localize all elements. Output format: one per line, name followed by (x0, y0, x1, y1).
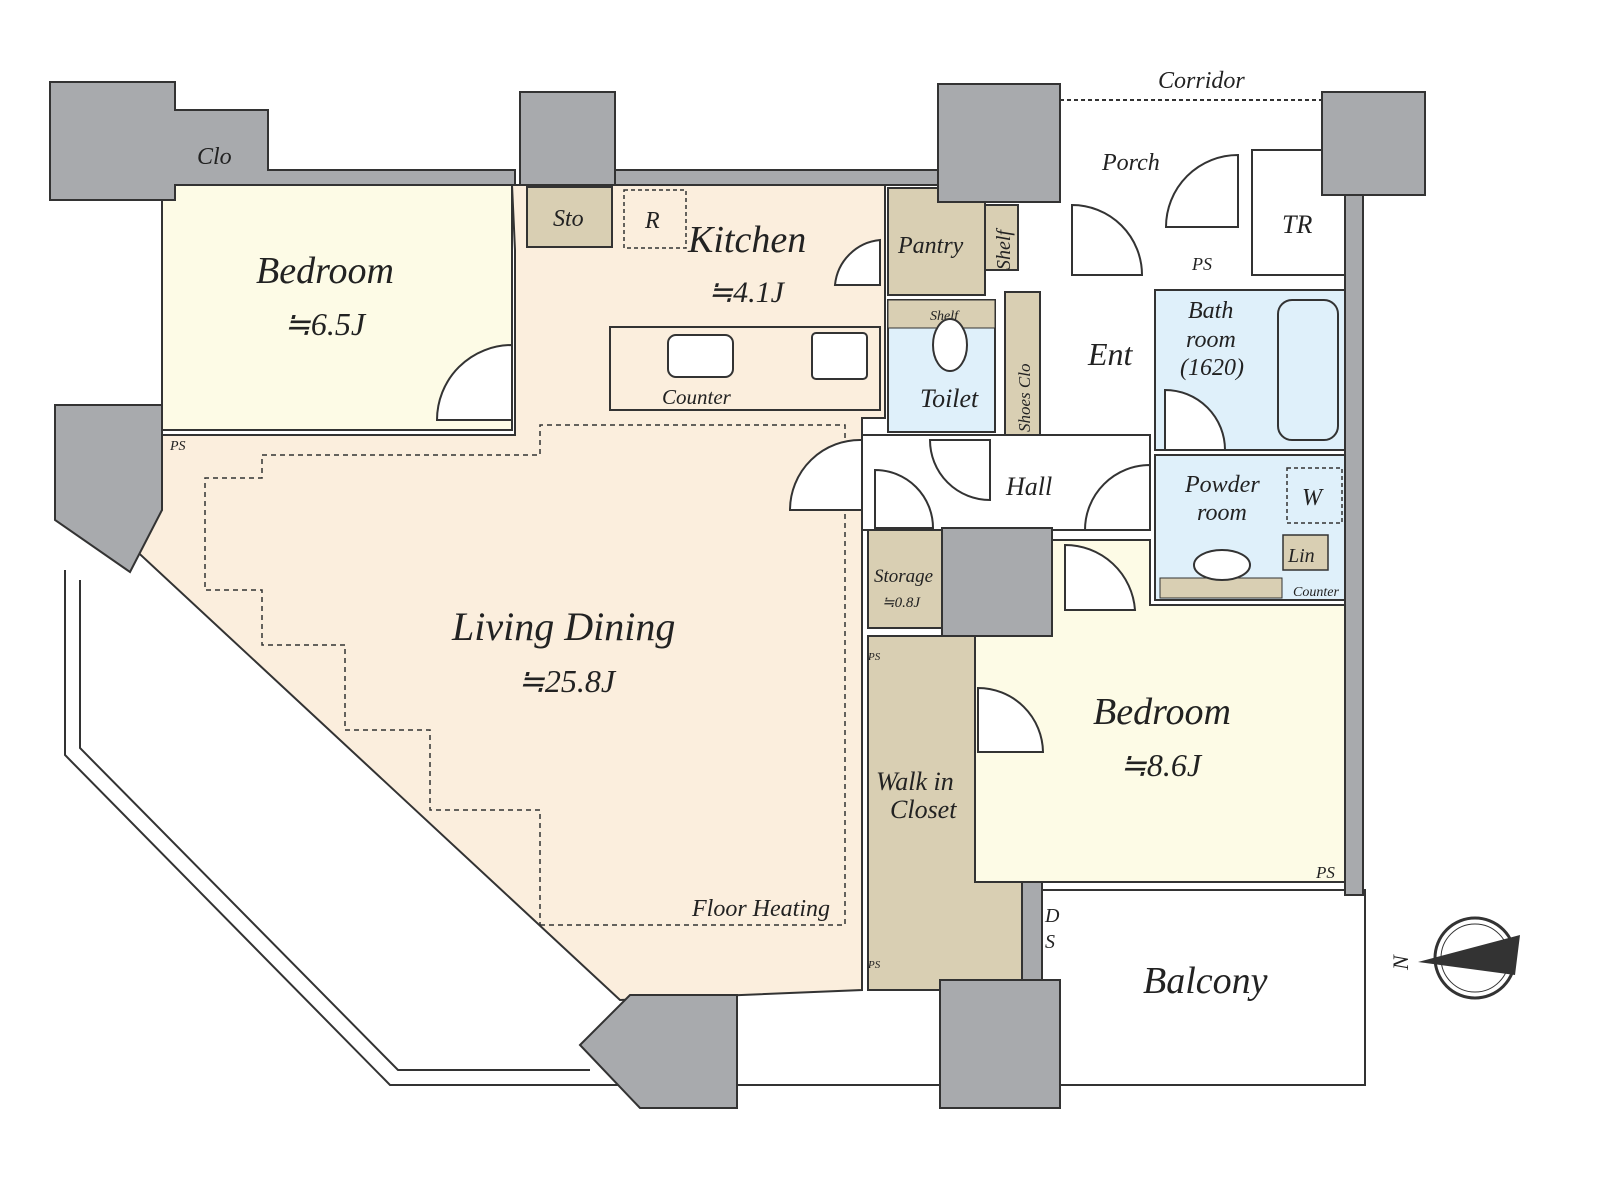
powder-floor (1154, 454, 1346, 601)
clo-label: Clo (197, 144, 232, 170)
wic-label-1: Walk in (876, 767, 954, 796)
washer-label: W (1302, 485, 1324, 511)
powder-counter (1159, 577, 1283, 599)
bath-label-2: room (1186, 327, 1236, 353)
compass-icon: N (1388, 916, 1520, 1000)
porch-ps-label: PS (1191, 254, 1212, 274)
powder-label-1: Powder (1184, 472, 1260, 498)
porch-label: Porch (1101, 150, 1160, 176)
powder-label-2: room (1197, 500, 1247, 526)
bedroom2-ps-label: PS (1315, 863, 1335, 882)
bathtub-icon (1277, 299, 1339, 441)
bedroom2-area: ≒8.6J (1120, 747, 1203, 783)
ds-label-1: D (1044, 905, 1060, 927)
fridge-label: R (644, 208, 660, 234)
pantry-shelf-label: Shelf (993, 228, 1015, 270)
sto-floor (526, 186, 613, 248)
pantry-label: Pantry (897, 233, 964, 259)
bedroom2-name: Bedroom (1093, 691, 1231, 733)
hall-label: Hall (1005, 472, 1052, 501)
powder-counter-label: Counter (1293, 585, 1339, 600)
toilet-icon (932, 318, 968, 372)
sink-basin-icon (667, 334, 734, 378)
living-area: ≒25.8J (518, 663, 617, 699)
pantry-floor (887, 187, 986, 296)
doors[interactable] (435, 153, 1239, 753)
compass-north-label: N (1388, 954, 1413, 971)
bedroom1-name: Bedroom (256, 250, 394, 292)
kitchen-area: ≒4.1J (708, 276, 786, 309)
lin-label: Lin (1287, 545, 1315, 567)
living-name: Living Dining (451, 604, 675, 649)
storage-area: ≒0.8J (882, 595, 921, 611)
corridor-label: Corridor (1158, 68, 1245, 94)
sink-icon (1193, 549, 1251, 581)
toilet-label: Toilet (920, 384, 979, 413)
shelf-floor (984, 204, 1019, 271)
wic-ps-top-label: PS (867, 651, 881, 663)
balcony-label: Balcony (1143, 960, 1268, 1002)
wic-ps-bottom-label: PS (867, 959, 881, 971)
bath-label-3: (1620) (1180, 355, 1244, 381)
fridge-space (623, 189, 687, 249)
floor-heating-label: Floor Heating (691, 896, 830, 922)
terrace-outline-inner (79, 580, 590, 1071)
ent-label: Ent (1087, 336, 1134, 372)
shoes-clo-label: Shoes Clo (1015, 364, 1034, 432)
stove-icon (811, 332, 868, 380)
wic-label-2: Closet (890, 795, 957, 824)
bedroom1-area: ≒6.5J (284, 306, 367, 342)
kitchen-counter-label: Counter (662, 385, 732, 409)
bath-label-1: Bath (1188, 298, 1233, 324)
storage-name: Storage (874, 566, 933, 587)
tr-label: TR (1282, 210, 1312, 239)
walls (49, 81, 1426, 1109)
floor-heating-outline (204, 424, 846, 926)
kitchen-name: Kitchen (687, 219, 806, 261)
shoes-clo-floor (1004, 291, 1041, 436)
washer-space (1286, 467, 1343, 524)
bedroom1-ps-label: PS (169, 439, 186, 454)
lin-floor (1282, 534, 1329, 571)
ds-label-2: S (1045, 931, 1055, 953)
sto-label: Sto (553, 206, 584, 232)
